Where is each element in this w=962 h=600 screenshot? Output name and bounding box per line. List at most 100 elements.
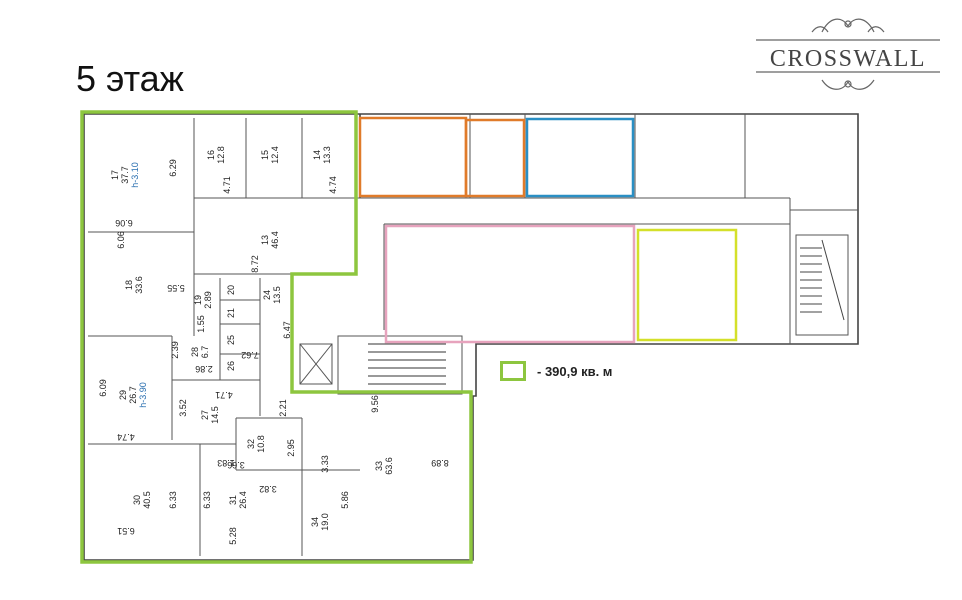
room-dimension: 6.51 [117,526,135,536]
room-label-25: 25 [226,335,236,345]
room-dimension: 8.89 [431,458,449,468]
yellow-room [636,228,738,342]
room-number: 33 [374,461,384,471]
room-number: 21 [226,308,236,318]
room-dimension: 5.55 [167,283,185,293]
room-number: 28 [190,347,200,357]
room-label-20: 20 [226,285,236,295]
room-area: 6.7 [200,346,210,359]
room-number: 25 [226,335,236,345]
room-dimension: 4.74 [117,432,135,442]
room-dimension: 2.86 [195,364,213,374]
blue-room [525,117,635,198]
room-dimension: 6.09 [98,379,108,397]
room-area: 13.5 [272,286,282,304]
room-area: 40.5 [142,491,152,509]
room-number: 29 [118,390,128,400]
outer-wall [83,113,859,561]
room-dimension: 2.39 [170,341,180,359]
room-dimension: 4.71 [222,176,232,194]
room-number: 30 [132,495,142,505]
room-area: 26.7 [128,386,138,404]
room-dimension: 4.71 [215,390,233,400]
room-label-26: 26 [226,361,236,371]
room-dimension: 8.72 [250,255,260,273]
room-area: 14.5 [210,406,220,424]
room-label-21: 21 [226,308,236,318]
room-area: 33.6 [134,276,144,294]
room-area: 12.8 [216,146,226,164]
room-number: 24 [262,290,272,300]
room-dimension: 6.33 [168,491,178,509]
room-number: 19 [193,295,203,305]
logo-text: CROSSWALL [770,46,926,72]
room-dimension: 2.21 [278,399,288,417]
room-number: 18 [124,280,134,290]
room-dimension: 4.74 [328,176,338,194]
orange-room-1 [358,116,468,198]
room-dimension: 3.66 [227,460,245,470]
room-dimension: 9.56 [370,395,380,413]
room-area: 63.6 [384,457,394,475]
room-area: 13.3 [322,146,332,164]
room-number: 32 [246,439,256,449]
room-dimension: 1.55 [196,315,206,333]
pink-room [384,224,636,344]
room-dimension: 3.82 [259,484,277,494]
room-dimension: 5.28 [228,527,238,545]
room-dimension: 2.95 [286,439,296,457]
room-number: 16 [206,150,216,160]
room-dimension: 6.33 [202,491,212,509]
room-dimension: 6.29 [168,159,178,177]
room-dimension: 7.62 [241,350,259,360]
room-height: h-3.10 [130,162,140,188]
crosswall-logo: CROSSWALL [752,10,944,94]
room-area: 2.89 [203,291,213,309]
room-area: 46.4 [270,231,280,249]
room-dimension: 1.83 [217,458,235,468]
orange-room-2 [464,118,526,198]
legend-text: - 390,9 кв. м [537,364,613,379]
room-dimension: 5.86 [340,491,350,509]
room-number: 14 [312,150,322,160]
room-number: 31 [228,495,238,505]
legend-swatch [500,361,526,381]
room-number: 13 [260,235,270,245]
room-number: 17 [110,170,120,180]
room-number: 26 [226,361,236,371]
room-number: 27 [200,410,210,420]
page-title: 5 этаж [76,58,184,99]
room-dimension: 6.06 [115,218,133,228]
room-dimension: 3.33 [320,455,330,473]
room-number: 34 [310,517,320,527]
room-dimension: 6.47 [282,321,292,339]
room-area: 19.0 [320,513,330,531]
room-number: 15 [260,150,270,160]
room-area: 12.4 [270,146,280,164]
room-area: 37.7 [120,166,130,184]
room-area: 10.8 [256,435,266,453]
room-dimension: 6.06 [116,231,126,249]
room-dimension: 3.52 [178,399,188,417]
room-area: 26.4 [238,491,248,509]
green-rental-area [80,110,473,564]
room-number: 20 [226,285,236,295]
